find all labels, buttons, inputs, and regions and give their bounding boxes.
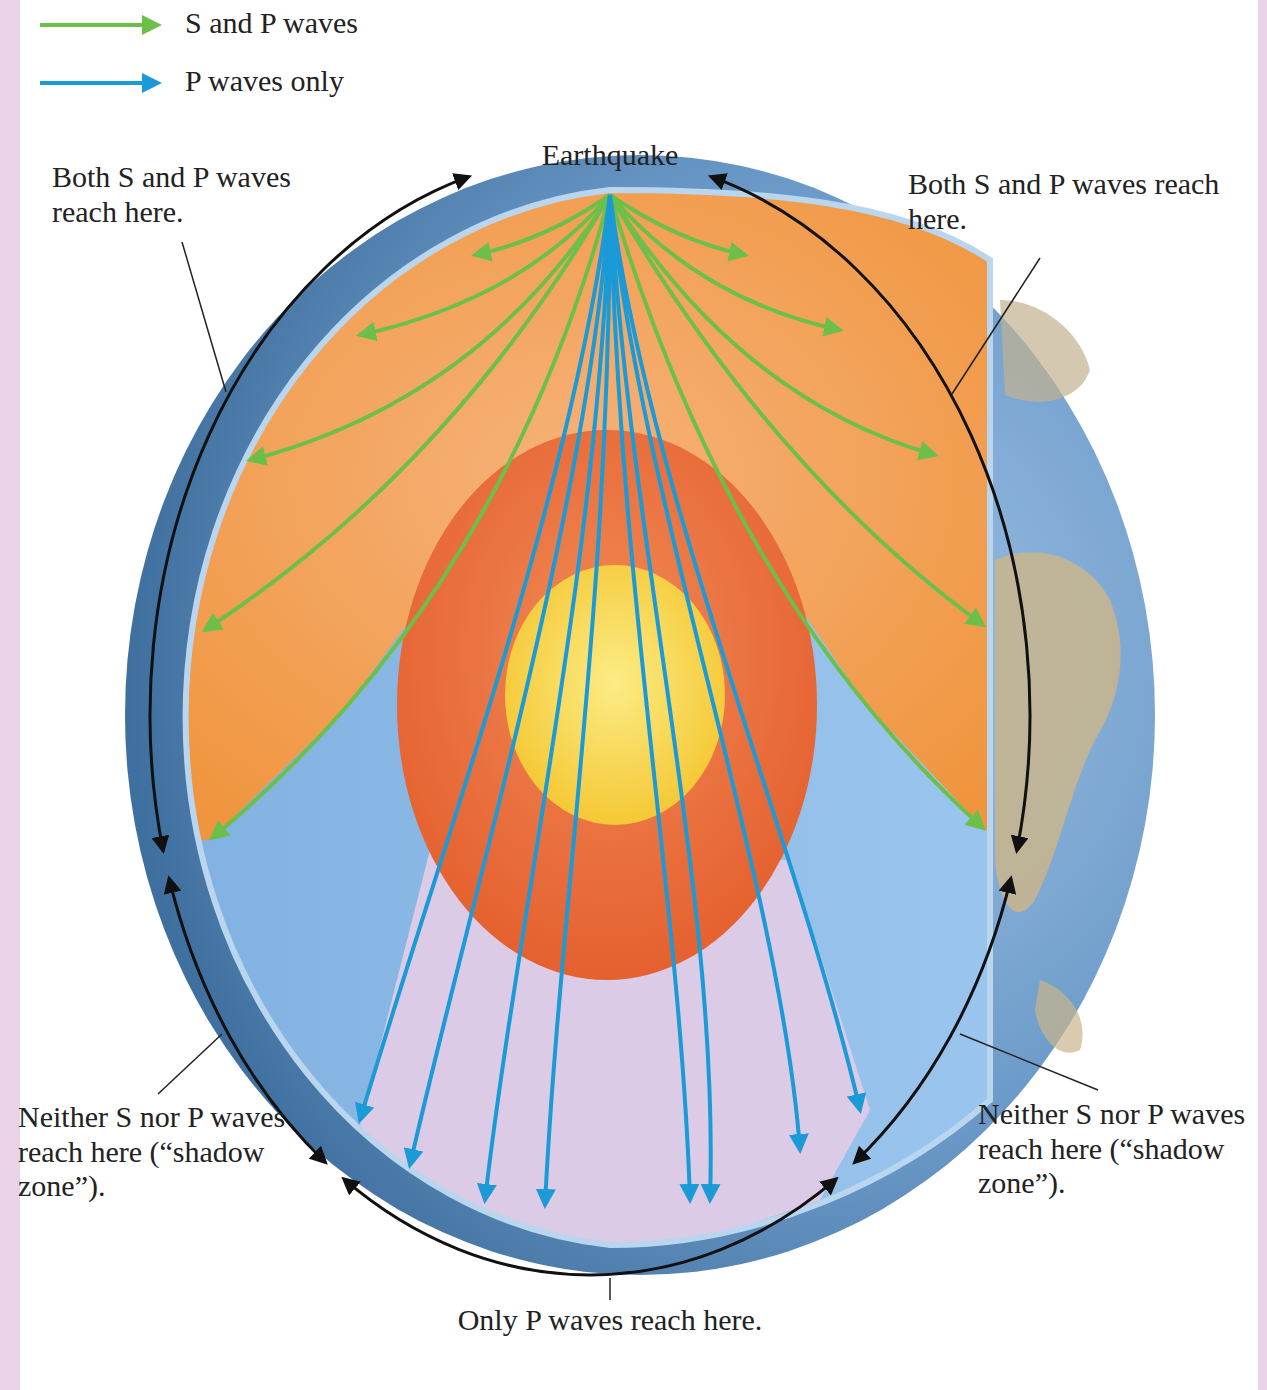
leader-line	[609, 1278, 611, 1300]
s-p-ray	[610, 195, 983, 625]
legend-line-sample	[40, 23, 158, 27]
epicenter-label: Earthquake	[510, 138, 710, 173]
continent	[1000, 300, 1090, 402]
s-p-ray	[610, 195, 935, 455]
shadow-zone-label: Neither S nor P waves reach here (“shado…	[18, 1100, 308, 1204]
legend-label: S and P waves	[185, 6, 358, 41]
legend-line-sample	[40, 81, 158, 85]
range-arc	[150, 177, 469, 851]
s-p-ray	[205, 195, 610, 630]
outer-core	[397, 430, 817, 980]
leader-line	[960, 1034, 1098, 1090]
s-p-ray	[250, 195, 610, 460]
crust-edge	[186, 190, 990, 1245]
continent	[995, 552, 1121, 912]
inner-core	[505, 565, 725, 825]
p-ray	[545, 195, 610, 1205]
p-ray	[610, 195, 711, 1200]
range-arc	[344, 1179, 836, 1275]
p-ray	[610, 195, 800, 1150]
region-label: Both S and P waves reach here.	[52, 160, 352, 229]
continent	[1035, 980, 1083, 1053]
range-arc	[711, 177, 1030, 851]
shadow-zone-label: Neither S nor P waves reach here (“shado…	[978, 1097, 1260, 1201]
leader-line	[158, 1034, 222, 1094]
leader-lines	[158, 242, 1098, 1300]
s-p-ray	[610, 195, 840, 330]
p-ray	[485, 195, 610, 1200]
p-rays	[360, 195, 860, 1205]
s-p-ray	[212, 195, 610, 838]
region-label: Only P waves reach here.	[445, 1303, 775, 1338]
legend-label: P waves only	[185, 64, 344, 99]
leader-line	[952, 258, 1040, 394]
p-ray	[610, 195, 860, 1110]
leader-line	[182, 242, 226, 392]
region-label: Both S and P waves reach here.	[908, 167, 1248, 236]
p-ray	[360, 195, 610, 1120]
